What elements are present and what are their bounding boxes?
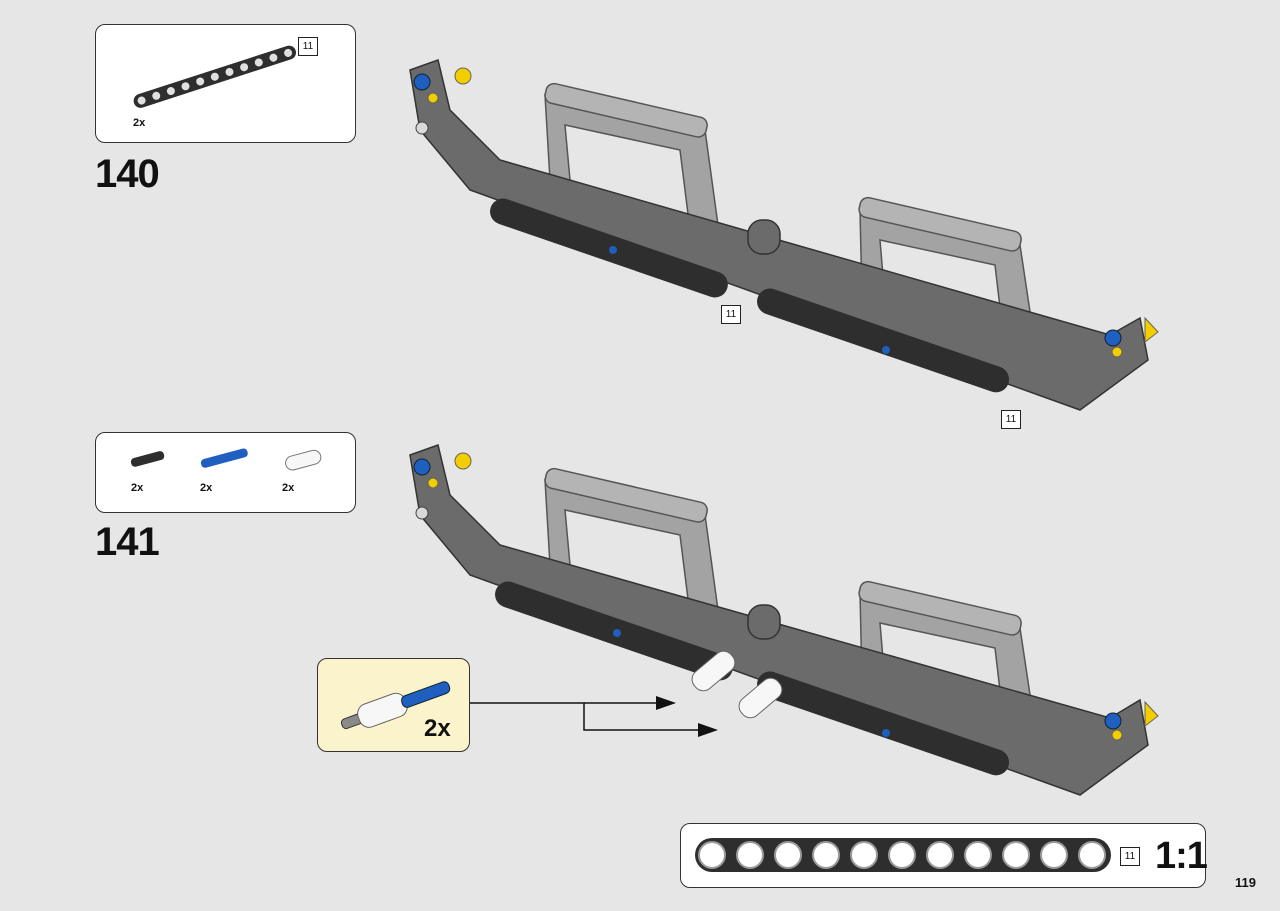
step-number: 141	[95, 520, 160, 564]
beam-hole	[888, 841, 916, 869]
part-quantity: 2x	[133, 117, 146, 129]
pin-with-bush-icon	[340, 681, 451, 730]
sub-assembly-callout: 2x	[317, 658, 470, 752]
beam-length-label: 11	[298, 37, 318, 56]
page-number: 119	[1235, 875, 1256, 890]
beam-hole	[850, 841, 878, 869]
beam-hole	[926, 841, 954, 869]
beam-hole	[774, 841, 802, 869]
white-bush-icon	[285, 449, 322, 471]
beam-length-label: 11	[721, 305, 741, 324]
black-beam-11-icon	[695, 838, 1111, 872]
beam-hole	[166, 87, 175, 96]
step-141-parts-box: 2x 2x 2x	[95, 432, 356, 513]
beam-length-label: 11	[1001, 410, 1021, 429]
beam-hole	[269, 53, 278, 62]
beam-hole	[284, 48, 293, 57]
beam-hole	[240, 63, 249, 72]
step-140-parts-box: 11 2x	[95, 24, 356, 143]
beam-length-label: 11	[1120, 847, 1140, 866]
beam-hole	[964, 841, 992, 869]
black-beam-11-icon	[133, 45, 297, 108]
beam-hole	[1002, 841, 1030, 869]
scale-reference-box: 11 1:1	[680, 823, 1208, 888]
scale-indicator: 1:1	[1155, 835, 1208, 877]
beam-hole	[254, 58, 263, 67]
blue-axle-pin-icon	[200, 448, 248, 468]
beam-hole	[812, 841, 840, 869]
beam-hole	[698, 841, 726, 869]
callout-quantity: 2x	[424, 715, 451, 742]
beam-hole	[181, 82, 190, 91]
part-quantity: 2x	[282, 482, 295, 494]
step-number: 140	[95, 152, 160, 196]
black-connector-pin-icon	[130, 451, 165, 467]
part-quantity: 2x	[131, 482, 144, 494]
beam-hole	[736, 841, 764, 869]
beam-hole	[137, 96, 146, 105]
beam-hole	[196, 77, 205, 86]
part-quantity: 2x	[200, 482, 213, 494]
beam-hole	[152, 91, 161, 100]
beam-hole	[1078, 841, 1106, 869]
beam-hole	[225, 67, 234, 76]
beam-hole	[1040, 841, 1068, 869]
beam-hole	[210, 72, 219, 81]
